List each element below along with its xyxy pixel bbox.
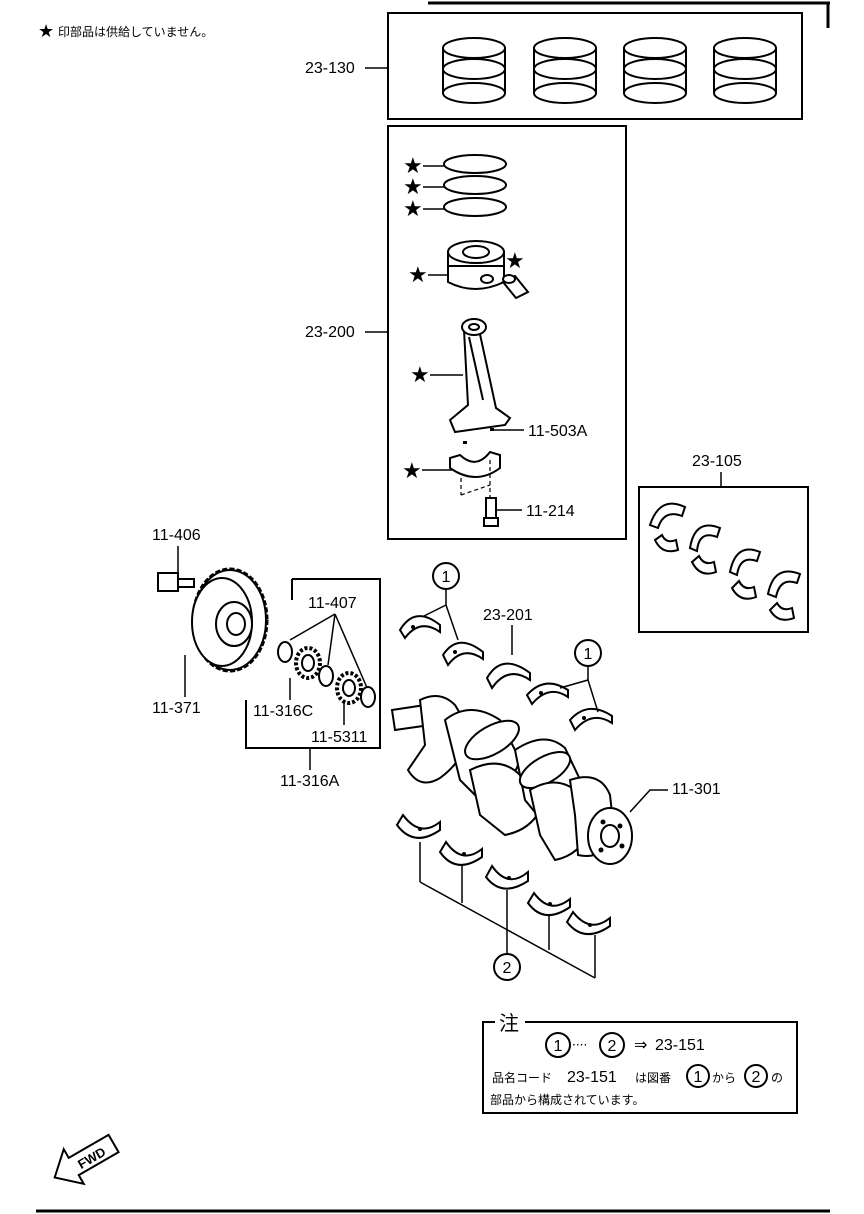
note-line3: 部品から構成されています。 — [490, 1092, 644, 1107]
ring-stars: ★★★ — [403, 154, 423, 222]
rod-bolt-nuts — [463, 428, 494, 444]
label-23-200: 23-200 — [305, 324, 355, 341]
callout-1-text: 1 — [442, 569, 451, 586]
fwd-arrow-icon: FWD — [53, 1133, 120, 1186]
note-line2-e: の — [771, 1071, 783, 1085]
piston-rings — [443, 154, 507, 217]
note-line2-two: 2 — [752, 1069, 761, 1086]
rod-cap-dashes — [460, 460, 491, 500]
ring-set-1 — [442, 37, 506, 104]
oil-seals — [294, 646, 363, 705]
label-11-214: 11-214 — [526, 503, 575, 520]
piston-star: ★ — [408, 263, 428, 288]
note-line2-c: は図番 — [635, 1071, 671, 1085]
note-title-bg — [495, 1010, 525, 1034]
ring-set-2 — [533, 37, 597, 104]
svg-text:★: ★ — [403, 197, 423, 222]
note-line2-one: 1 — [694, 1069, 703, 1086]
note-box — [482, 1021, 798, 1114]
crankshaft — [390, 695, 633, 865]
label-23-130: 23-130 — [305, 60, 355, 77]
o-rings — [277, 641, 376, 708]
note-callout-2: 2 — [608, 1038, 617, 1055]
label-11-316A: 11-316A — [280, 773, 340, 790]
lower-bearing-shells — [395, 813, 611, 935]
note-line2-a: 品名コード — [492, 1070, 552, 1085]
note-arrow: ⇒ — [634, 1037, 647, 1054]
note-callout-1: 1 — [554, 1038, 563, 1055]
label-11-301: 11-301 — [672, 781, 721, 798]
callout-2-text: 2 — [503, 960, 512, 977]
callout-2 — [493, 953, 521, 981]
label-23-201: 23-201 — [483, 607, 533, 624]
rod-bolt — [483, 497, 499, 527]
note-line2-d: から — [712, 1071, 736, 1085]
crankshaft-pulley — [191, 567, 269, 673]
main-bearing-shells — [648, 502, 802, 621]
ring-set-4 — [713, 37, 777, 104]
label-11-316C: 11-316C — [253, 703, 313, 720]
label-11-371: 11-371 — [152, 700, 201, 717]
flange-holes — [598, 819, 625, 853]
label-23-105: 23-105 — [692, 453, 742, 470]
note-ref: 23-151 — [655, 1037, 705, 1054]
label-11-5311: 11-5311 — [311, 729, 367, 746]
star-note-text: 印部品は供給していません。 — [58, 24, 213, 39]
star-symbol: ★ — [38, 21, 54, 42]
ring-set-3 — [623, 37, 687, 104]
note-dots: ···· — [572, 1038, 587, 1052]
label-11-407: 11-407 — [308, 595, 357, 612]
ring-set-box — [387, 12, 803, 120]
piston-pin — [501, 274, 530, 300]
svg-text:★: ★ — [403, 175, 423, 200]
leader-11-407 — [289, 613, 369, 691]
pin-star: ★ — [505, 249, 525, 274]
upper-bearing-shells — [398, 615, 613, 732]
rod-cap — [449, 450, 501, 478]
piston-ring-sets — [442, 37, 777, 104]
callout-1-text-2: 1 — [584, 646, 593, 663]
note-line2-b: 23-151 — [567, 1069, 617, 1086]
label-11-503A: 11-503A — [528, 423, 588, 440]
bearing-box — [638, 486, 809, 633]
rod-star: ★ — [410, 363, 430, 388]
piston — [447, 240, 505, 290]
pulley-bolt — [157, 572, 195, 592]
cap-star: ★ — [402, 459, 422, 484]
kit-bracket — [245, 578, 381, 749]
lower-bearing-leaders — [419, 842, 596, 979]
piston-rod-box — [387, 125, 627, 540]
label-11-406: 11-406 — [152, 527, 201, 544]
note-title: 注 — [499, 1011, 519, 1035]
svg-text:★: ★ — [403, 154, 423, 179]
connecting-rod — [448, 318, 512, 434]
